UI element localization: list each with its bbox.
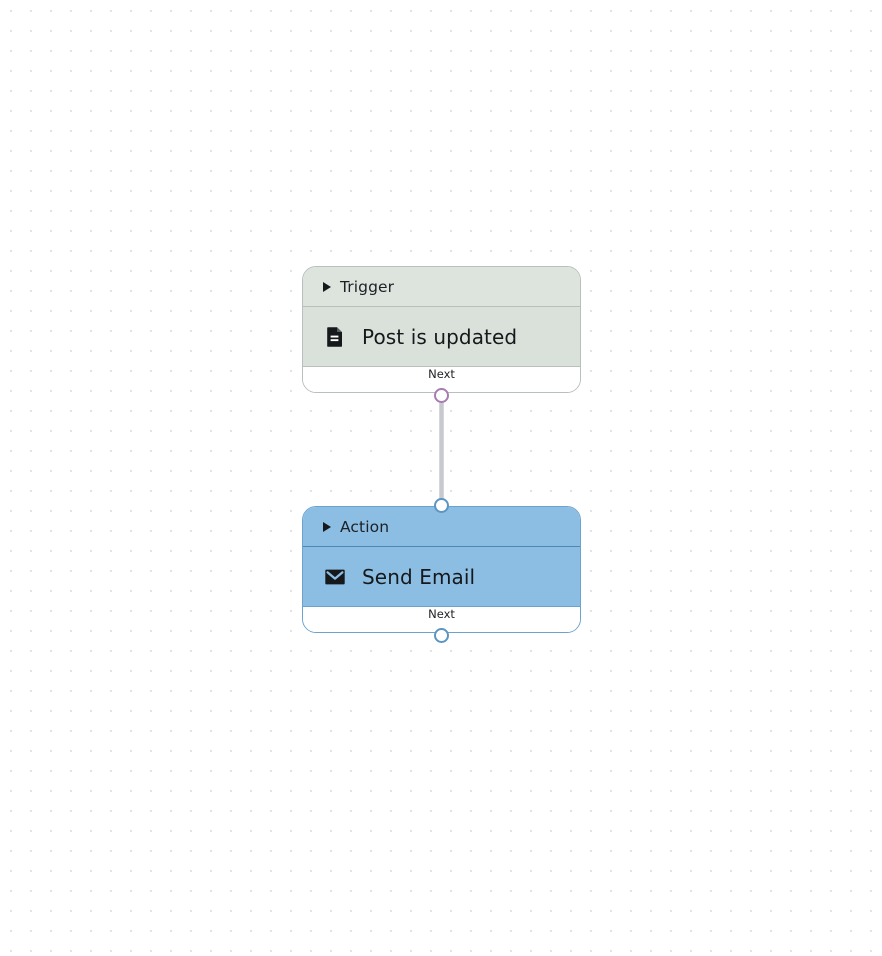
chevron-right-icon[interactable] xyxy=(323,281,331,292)
node-body-action[interactable]: Send Email xyxy=(303,547,580,606)
node-body-trigger[interactable]: Post is updated xyxy=(303,307,580,366)
workflow-node-action[interactable]: Action Send Email Next xyxy=(302,506,581,633)
node-footer-label: Next xyxy=(428,367,455,381)
chevron-right-icon[interactable] xyxy=(323,521,331,532)
node-header-action[interactable]: Action xyxy=(303,507,580,547)
node-header-label: Action xyxy=(340,517,390,536)
envelope-icon xyxy=(322,564,348,590)
port-action-output[interactable] xyxy=(434,628,449,643)
node-header-trigger[interactable]: Trigger xyxy=(303,267,580,307)
workflow-node-trigger[interactable]: Trigger Post is updated Next xyxy=(302,266,581,393)
node-title-action: Send Email xyxy=(362,564,476,589)
node-footer-label: Next xyxy=(428,607,455,621)
document-icon xyxy=(322,324,348,350)
node-header-label: Trigger xyxy=(340,277,395,296)
port-trigger-output[interactable] xyxy=(434,388,449,403)
node-footer-action[interactable]: Next xyxy=(303,606,580,632)
node-footer-trigger[interactable]: Next xyxy=(303,366,580,392)
node-title-trigger: Post is updated xyxy=(362,324,518,349)
port-action-input[interactable] xyxy=(434,498,449,513)
